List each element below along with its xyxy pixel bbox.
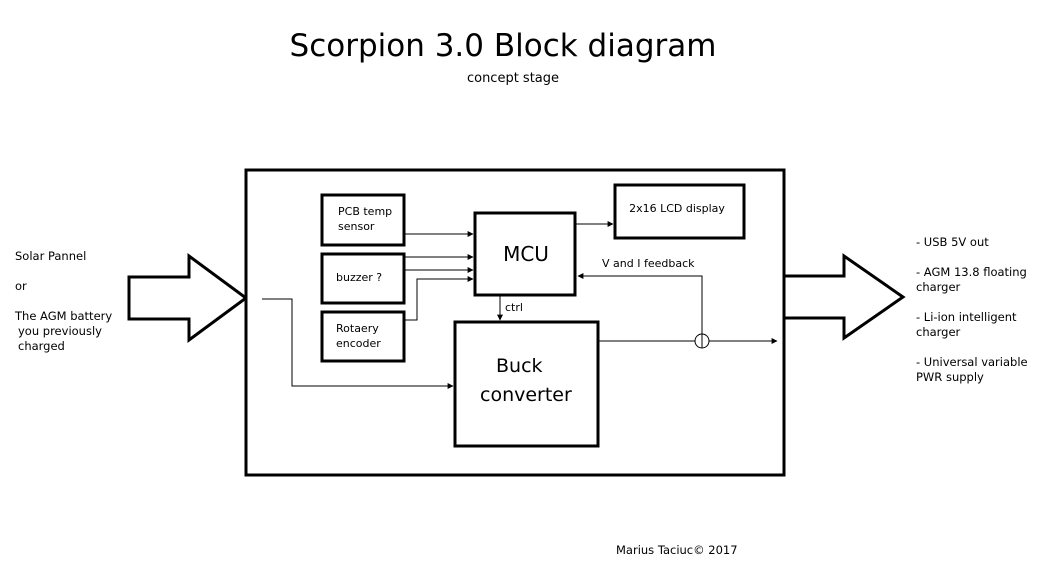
input-label-line: you previously [18, 324, 102, 338]
lcd-display-label: 2x16 LCD display [629, 202, 725, 215]
pcb-temp-sensor-block [320, 193, 406, 247]
feedback-line [577, 273, 703, 334]
buck-converter-label: Buck [496, 355, 543, 377]
buzzer-block [320, 252, 406, 305]
output-label-line: - USB 5V out [916, 235, 989, 249]
output-label-line: - AGM 13.8 floating [916, 265, 1027, 279]
encoder-to-mcu-line [404, 276, 474, 321]
feedback-label: V and I feedback [602, 257, 695, 270]
input-label-line: Solar Pannel [15, 249, 86, 263]
buzzer-label: buzzer ? [336, 271, 382, 284]
output-label-line: charger [916, 280, 961, 294]
output-label-line: - Universal variable [916, 355, 1028, 369]
rotary-encoder-block [320, 310, 406, 363]
buck-converter-block [453, 320, 600, 448]
input-label-group: Solar Pannel or The AGM battery you prev… [14, 249, 112, 353]
input-arrow [127, 253, 249, 343]
author-credit: Marius Taciuc© 2017 [616, 543, 738, 557]
buck-converter-label: converter [480, 384, 572, 406]
pcb-temp-sensor-label: sensor [338, 220, 375, 233]
input-to-buck-line [262, 298, 454, 389]
rotary-encoder-label: Rotaery [336, 322, 379, 335]
output-label-line: - Li-ion intelligent [916, 310, 1017, 324]
ctrl-label: ctrl [505, 301, 523, 314]
lcd-display-block [613, 183, 746, 240]
rotary-encoder-label: encoder [336, 337, 381, 350]
pcb-temp-sensor-label: PCB temp [338, 205, 392, 218]
mcu-block [473, 211, 577, 297]
output-label-line: PWR supply [916, 370, 984, 384]
mcu-label: MCU [503, 242, 549, 266]
output-label-group: - USB 5V out - AGM 13.8 floating charger… [916, 235, 1028, 384]
page-title: Scorpion 3.0 Block diagram [290, 28, 717, 64]
input-label-line: The AGM battery [14, 309, 112, 323]
input-label-line: or [15, 279, 27, 293]
page-subtitle: concept stage [467, 71, 559, 86]
output-arrow [782, 253, 906, 341]
input-label-line: charged [18, 339, 65, 353]
output-label-line: charger [916, 325, 961, 339]
